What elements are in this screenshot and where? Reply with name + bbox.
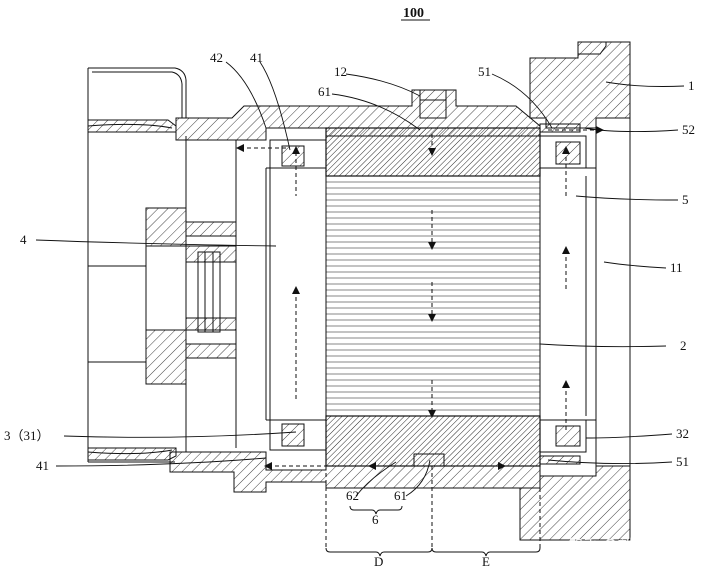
label-41-bottom: 41 [36,458,49,473]
label-52: 52 [682,122,695,137]
label-E: E [482,554,490,569]
label-5: 5 [682,192,689,207]
label-41-top: 41 [250,50,263,65]
right-end-block [519,41,631,541]
coolant-flow-arrows [236,126,604,470]
label-61-top: 61 [318,84,331,99]
watermark: 知乎 @刘三姐 [568,536,663,554]
label-12: 12 [334,64,347,79]
left-end-cap [87,67,187,463]
label-3-31: 3（31） [4,428,50,443]
left-flange [145,136,237,452]
leader-lines [35,61,685,497]
label-42: 42 [210,50,223,65]
label-11: 11 [670,260,683,275]
label-6: 6 [372,512,379,527]
label-1: 1 [688,78,695,93]
label-51-top: 51 [478,64,491,79]
label-61-bottom: 61 [394,488,407,503]
label-2: 2 [680,338,687,353]
seal-rings [269,123,587,465]
zone-brackets [325,466,541,557]
label-4: 4 [20,232,27,247]
figure-title: 100 [403,6,424,21]
label-51-bottom: 51 [676,454,689,469]
stator-core [325,175,541,417]
label-D: D [374,554,383,569]
label-32: 32 [676,426,689,441]
label-62: 62 [346,488,359,503]
